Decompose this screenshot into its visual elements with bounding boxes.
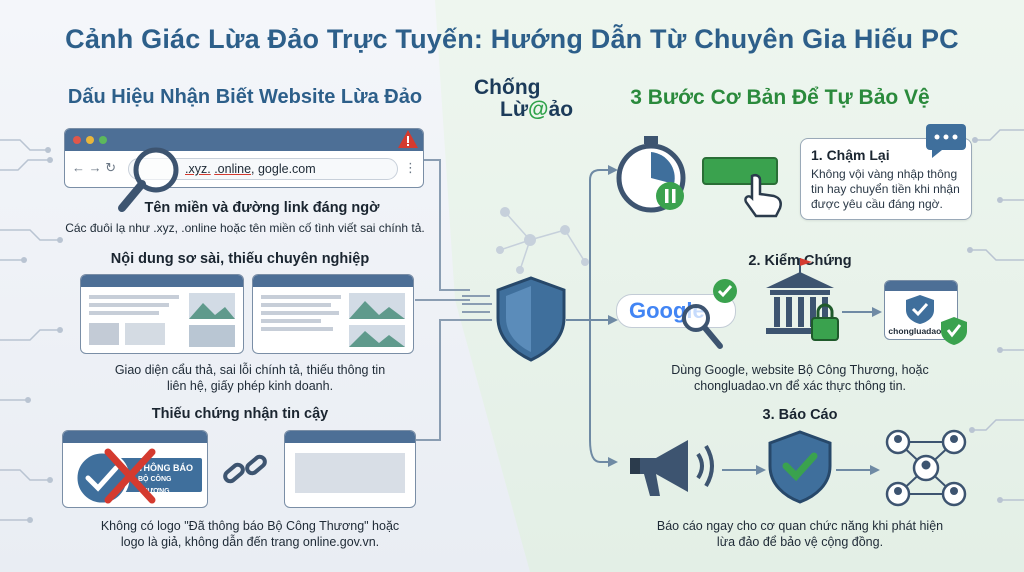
item3-desc-line1: Không có logo "Đã thông báo Bộ Công Thươ… <box>100 519 400 533</box>
cross-icon <box>104 448 156 504</box>
report-shield-icon <box>768 430 832 504</box>
logo-line1: Chống <box>474 76 541 99</box>
step1-callout: 1. Chậm Lại Không vội vàng nhập thông ti… <box>800 138 972 220</box>
sloppy-site-window-2 <box>252 274 414 354</box>
step3-desc-line2: lừa đảo để bảo vệ cộng đồng. <box>716 535 884 549</box>
magnifier-icon <box>118 147 179 212</box>
item1-desc: Các đuôi lạ như .xyz, .online hoặc tên m… <box>65 221 425 235</box>
badge-line2: BỘ CÔNG THƯƠNG <box>138 476 172 495</box>
pause-button-graphic <box>702 157 778 185</box>
url-part-xyz: .xyz. <box>185 162 211 176</box>
step2-desc-line1: Dùng Google, website Bộ Công Thương, hoặ… <box>671 363 929 377</box>
browser-address-bar: ← → ↻ ⋮ <box>68 156 418 182</box>
step2-desc-line2: chongluadao.vn để xác thực thông tin. <box>694 379 906 393</box>
step1-desc-line2: tin hay chuyển tiền khi nhận <box>811 182 960 196</box>
sloppy-site-content-1 <box>89 293 235 347</box>
sloppy-site-content-2 <box>261 293 405 347</box>
site-shield-icon <box>906 295 934 324</box>
item2-desc-line1: Giao diện cẩu thả, sai lỗi chính tả, thi… <box>114 363 386 377</box>
item2-heading: Nội dung sơ sài, thiếu chuyên nghiệp <box>110 251 370 267</box>
step1-desc-line3: được yêu cầu đáng ngờ. <box>811 197 943 211</box>
arrow-to-site <box>842 307 882 317</box>
empty-page-content <box>295 453 405 493</box>
suspicious-url: .xyz. .online, gogle.com <box>185 162 316 176</box>
sloppy-site-window-1 <box>80 274 244 354</box>
right-section-heading: 3 Bước Cơ Bản Để Tự Bảo Vệ <box>630 86 930 109</box>
shield-icon <box>496 276 566 362</box>
chongluadao-logo: Chống Lừ@ảo <box>474 76 604 122</box>
community-network-icon <box>885 429 967 507</box>
government-building-icon <box>766 258 839 341</box>
logo-part-b: ảo <box>548 98 574 121</box>
warning-icon <box>398 130 418 148</box>
green-shield-check-icon <box>941 317 967 345</box>
step3-heading: 3. Báo Cáo <box>762 407 838 423</box>
stopwatch-icon <box>616 136 686 213</box>
page-title: Cảnh Giác Lừa Đảo Trực Tuyến: Hướng Dẫn … <box>65 24 959 54</box>
step3-desc-line1: Báo cáo ngay cho cơ quan chức năng khi p… <box>656 519 944 533</box>
logo-line2: Lừ@ảo <box>500 98 604 122</box>
arrow-to-community <box>836 465 880 475</box>
logo-at: @ <box>528 98 549 121</box>
url-field <box>128 158 398 180</box>
hand-pointer-icon <box>744 173 782 218</box>
site-label: chongluadao.vn <box>888 326 954 336</box>
check-circle-icon <box>713 279 737 303</box>
logo-part-a: Lừ <box>500 98 529 121</box>
step1-heading: 1. Chậm Lại <box>811 147 890 163</box>
browser-title-bar <box>65 129 423 151</box>
url-part-domain: gogle.com <box>257 162 316 176</box>
item2-desc-line2: liên hệ, giấy phép kinh doanh. <box>166 379 334 393</box>
broken-link-icon <box>223 454 267 484</box>
badge-line1: THÔNG BÁO <box>138 463 193 473</box>
megaphone-icon <box>630 440 714 496</box>
google-search-box: Google <box>616 294 736 328</box>
item3-heading: Thiếu chứng nhận tin cậy <box>151 406 329 422</box>
browser-nav-icons: ← → ↻ <box>72 160 117 175</box>
empty-page-window <box>284 430 416 508</box>
chat-bubble-icon <box>926 124 966 158</box>
left-section-heading: Dấu Hiệu Nhận Biết Website Lừa Đảo <box>67 86 423 108</box>
item1-heading: Tên miền và đường link đáng ngờ <box>144 200 380 216</box>
arrow-to-shield <box>722 465 766 475</box>
search-magnifier-icon <box>682 304 723 349</box>
step1-desc-line1: Không vội vàng nhập thông <box>811 167 958 181</box>
url-part-online: .online <box>214 162 252 176</box>
more-icon: ⋮ <box>404 160 417 175</box>
item3-desc-line2: logo là giả, không dẫn đến trang online.… <box>120 535 380 549</box>
